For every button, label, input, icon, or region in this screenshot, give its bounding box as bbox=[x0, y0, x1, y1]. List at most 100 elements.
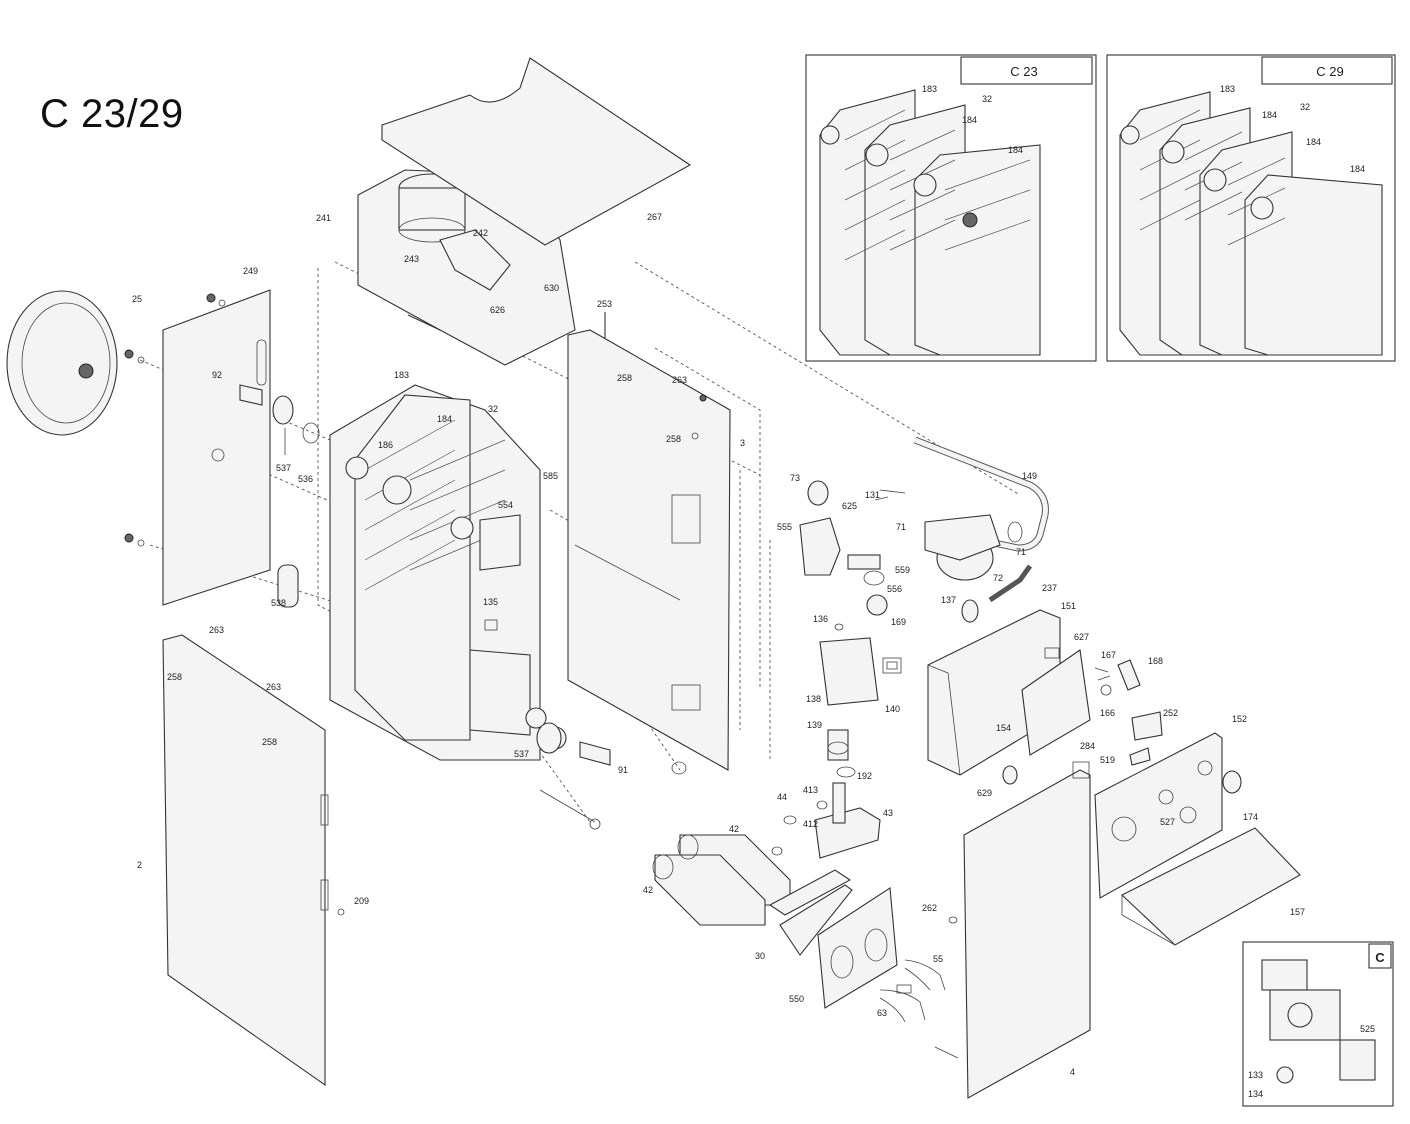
c29-label-184c: 184 bbox=[1350, 164, 1365, 174]
label-72: 72 bbox=[993, 573, 1003, 583]
label-585: 585 bbox=[543, 471, 558, 481]
label-209: 209 bbox=[354, 896, 369, 906]
label-262: 262 bbox=[922, 903, 937, 913]
label-43: 43 bbox=[883, 808, 893, 818]
control-box bbox=[927, 609, 1091, 776]
inset-c29-label: C 29 bbox=[1316, 64, 1343, 79]
inset-c: C 525 133 134 bbox=[1242, 941, 1394, 1107]
label-630: 630 bbox=[544, 283, 559, 293]
inset-c23: C 23 183 32 184 184 bbox=[805, 54, 1097, 362]
label-267: 267 bbox=[647, 212, 662, 222]
fittings-upper bbox=[239, 384, 320, 455]
label-412: 412 bbox=[803, 819, 818, 829]
label-537b: 537 bbox=[514, 749, 529, 759]
label-243: 243 bbox=[404, 254, 419, 264]
front-panel-left bbox=[162, 634, 329, 1087]
label-241: 241 bbox=[316, 213, 331, 223]
label-137: 137 bbox=[941, 595, 956, 605]
label-626: 626 bbox=[490, 305, 505, 315]
label-42a: 42 bbox=[729, 824, 739, 834]
label-32: 32 bbox=[488, 404, 498, 414]
label-186: 186 bbox=[378, 440, 393, 450]
label-249: 249 bbox=[243, 266, 258, 276]
label-258c: 258 bbox=[167, 672, 182, 682]
bottom-tray bbox=[1121, 827, 1301, 946]
control-panel bbox=[1094, 732, 1242, 899]
pump-assembly bbox=[799, 480, 1033, 623]
label-627: 627 bbox=[1074, 632, 1089, 642]
top-cover bbox=[381, 57, 692, 246]
c29-label-184b: 184 bbox=[1306, 137, 1321, 147]
label-73: 73 bbox=[790, 473, 800, 483]
label-284: 284 bbox=[1080, 741, 1095, 751]
label-154: 154 bbox=[996, 723, 1011, 733]
label-136: 136 bbox=[813, 614, 828, 624]
label-536: 536 bbox=[298, 474, 313, 484]
inset-c29: C 29 183 32 184 184 184 bbox=[1106, 54, 1396, 362]
label-3: 3 bbox=[740, 438, 745, 448]
inset-c-label-133: 133 bbox=[1248, 1070, 1263, 1080]
label-237: 237 bbox=[1042, 583, 1057, 593]
label-25: 25 bbox=[132, 294, 142, 304]
label-140: 140 bbox=[885, 704, 900, 714]
inset-c-label-525: 525 bbox=[1360, 1024, 1375, 1034]
label-149: 149 bbox=[1022, 471, 1037, 481]
rear-panel bbox=[567, 329, 731, 771]
label-71b: 71 bbox=[1016, 547, 1026, 557]
label-138: 138 bbox=[806, 694, 821, 704]
label-559: 559 bbox=[895, 565, 910, 575]
label-556: 556 bbox=[887, 584, 902, 594]
label-42b: 42 bbox=[643, 885, 653, 895]
label-625: 625 bbox=[842, 501, 857, 511]
label-258a: 258 bbox=[617, 373, 632, 383]
c23-label-183: 183 bbox=[922, 84, 937, 94]
label-139: 139 bbox=[807, 720, 822, 730]
c29-label-184a: 184 bbox=[1262, 110, 1277, 120]
label-44: 44 bbox=[777, 792, 787, 802]
side-panel-left bbox=[162, 289, 271, 606]
gas-valve bbox=[1261, 959, 1376, 1084]
c23-label-184a: 184 bbox=[962, 115, 977, 125]
control-switches bbox=[1094, 659, 1163, 766]
label-92: 92 bbox=[212, 370, 222, 380]
label-91: 91 bbox=[618, 765, 628, 775]
burner bbox=[652, 834, 852, 926]
label-151: 151 bbox=[1061, 601, 1076, 611]
inset-c23-label: C 23 bbox=[1010, 64, 1037, 79]
label-263a: 263 bbox=[672, 375, 687, 385]
label-4: 4 bbox=[1070, 1067, 1075, 1077]
c23-heat-exchanger bbox=[819, 89, 1041, 356]
label-55: 55 bbox=[933, 954, 943, 964]
label-537a: 537 bbox=[276, 463, 291, 473]
fittings-lower bbox=[536, 722, 687, 830]
label-258d: 258 bbox=[262, 737, 277, 747]
label-538: 538 bbox=[271, 598, 286, 608]
electrodes bbox=[879, 959, 946, 1023]
label-166: 166 bbox=[1100, 708, 1115, 718]
label-192: 192 bbox=[857, 771, 872, 781]
label-263b: 263 bbox=[209, 625, 224, 635]
c29-label-32: 32 bbox=[1300, 102, 1310, 112]
label-168: 168 bbox=[1148, 656, 1163, 666]
label-253: 253 bbox=[597, 299, 612, 309]
diagram-title: C 23/29 bbox=[40, 92, 184, 136]
c29-heat-exchanger bbox=[1119, 91, 1383, 356]
label-174: 174 bbox=[1243, 812, 1258, 822]
label-183: 183 bbox=[394, 370, 409, 380]
label-152: 152 bbox=[1232, 714, 1247, 724]
label-519: 519 bbox=[1100, 755, 1115, 765]
label-184: 184 bbox=[437, 414, 452, 424]
label-263c: 263 bbox=[266, 682, 281, 692]
inset-c-label-134: 134 bbox=[1248, 1089, 1263, 1099]
c23-label-184b: 184 bbox=[1008, 145, 1023, 155]
label-63: 63 bbox=[877, 1008, 887, 1018]
gas-valve-main bbox=[819, 623, 902, 778]
label-169: 169 bbox=[891, 617, 906, 627]
label-30: 30 bbox=[755, 951, 765, 961]
c29-label-183: 183 bbox=[1220, 84, 1235, 94]
label-554: 554 bbox=[498, 500, 513, 510]
heat-exchanger bbox=[329, 384, 567, 761]
front-panel-right bbox=[963, 761, 1091, 1099]
label-167: 167 bbox=[1101, 650, 1116, 660]
label-527: 527 bbox=[1160, 817, 1175, 827]
